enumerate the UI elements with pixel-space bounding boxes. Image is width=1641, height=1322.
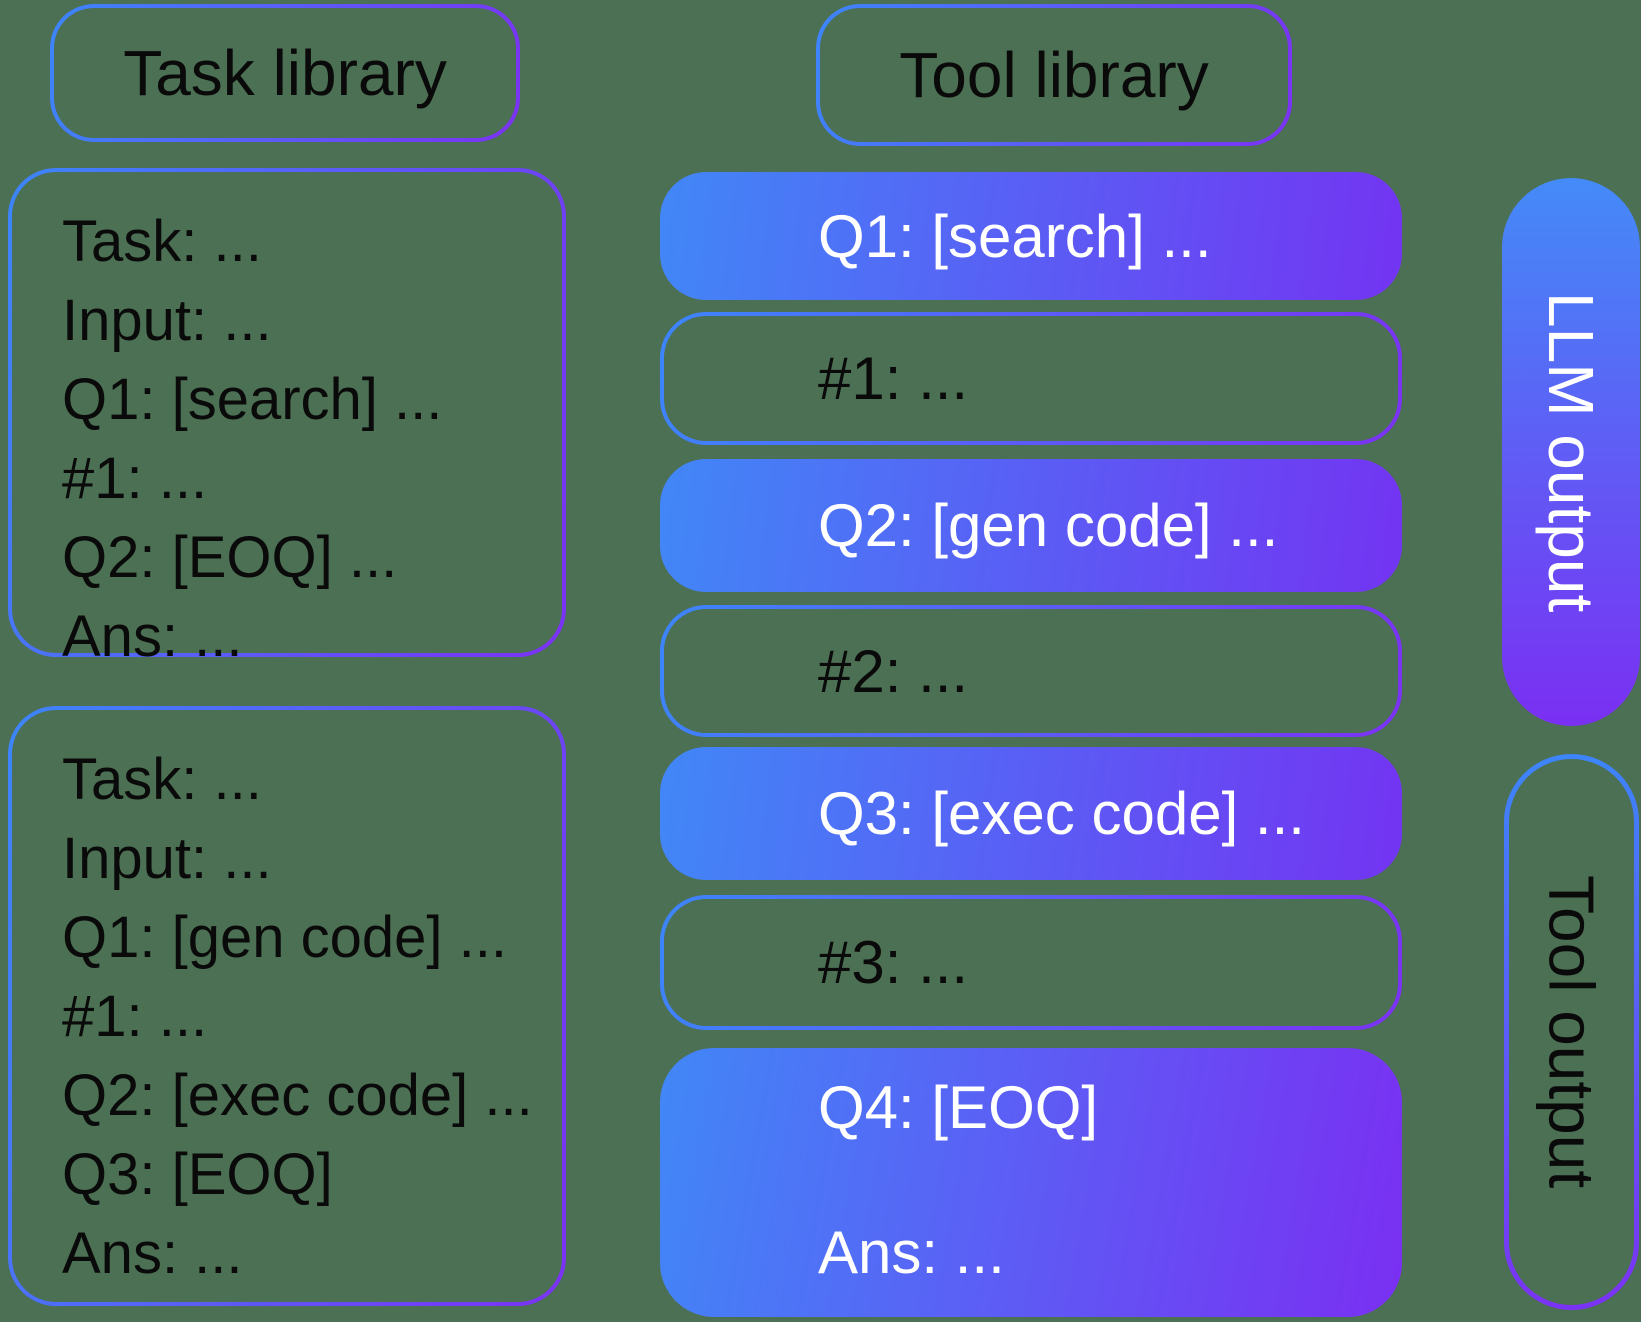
task-library-header: Task library — [50, 4, 520, 142]
task-library-header-label: Task library — [123, 37, 447, 109]
query-step-q2: Q2: [gen code] ... — [660, 459, 1402, 592]
tool-library-header: Tool library — [816, 4, 1292, 146]
query-step-label: Q1: [search] ... — [818, 202, 1212, 270]
result1-line: #1: ... — [62, 446, 208, 511]
tool-result-step-3: #3: ... — [660, 895, 1402, 1030]
query-step-q3: Q3: [exec code] ... — [660, 747, 1402, 880]
task-example-box-1: Task: ... Input: ... Q1: [search] ... #1… — [8, 168, 566, 669]
ans-line: Ans: ... — [62, 604, 243, 669]
task-line: Task: ... — [62, 209, 262, 274]
query-step-q1: Q1: [search] ... — [660, 172, 1402, 300]
q2-line: Q2: [EOQ] ... — [62, 525, 398, 590]
tool-result-label: #3: ... — [818, 929, 969, 996]
input-line: Input: ... — [62, 826, 272, 891]
query-step-label: Q2: [gen code] ... — [818, 492, 1279, 559]
ans-line: Ans: ... — [62, 1221, 243, 1286]
query-step-label: Q3: [exec code] ... — [818, 780, 1305, 847]
tool-result-label: #1: ... — [818, 345, 969, 412]
tool-output-pill: Tool output — [1504, 754, 1639, 1310]
tool-output-label: Tool output — [1535, 875, 1608, 1189]
tool-result-step-1: #1: ... — [660, 312, 1402, 445]
task-example-box-2: Task: ... Input: ... Q1: [gen code] ... … — [8, 706, 566, 1306]
tool-result-step-2: #2: ... — [660, 605, 1402, 737]
task-line: Task: ... — [62, 747, 262, 812]
input-line: Input: ... — [62, 288, 272, 353]
llm-output-label: LLM output — [1535, 291, 1607, 613]
q2-line: Q2: [exec code] ... — [62, 1063, 533, 1128]
final-answer-label: Ans: ... — [818, 1219, 1005, 1286]
tool-result-label: #2: ... — [818, 637, 969, 705]
final-step-q4-ans: Q4: [EOQ] Ans: ... — [660, 1048, 1402, 1317]
q4-eoq-label: Q4: [EOQ] — [818, 1074, 1099, 1141]
tool-library-header-label: Tool library — [899, 39, 1209, 111]
q1-line: Q1: [search] ... — [62, 367, 443, 432]
q3-line: Q3: [EOQ] — [62, 1142, 333, 1207]
llm-output-pill: LLM output — [1502, 178, 1640, 726]
result1-line: #1: ... — [62, 984, 208, 1049]
q1-line: Q1: [gen code] ... — [62, 905, 507, 970]
